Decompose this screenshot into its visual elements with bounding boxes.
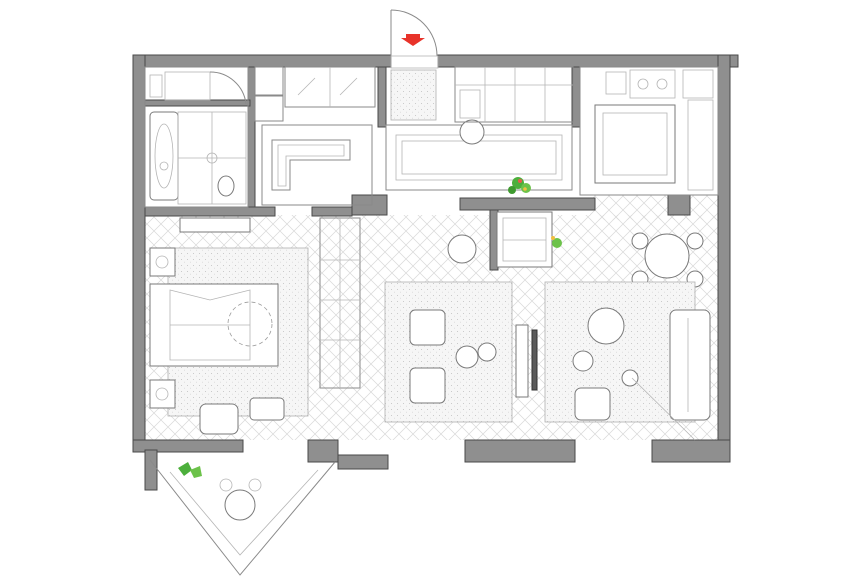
- nightstand-top: [149, 247, 176, 277]
- bedroom: [149, 217, 309, 435]
- utility-closets: [254, 66, 376, 206]
- balcony: [149, 459, 336, 576]
- nightstand-bottom: [149, 379, 176, 409]
- plant-icon: [508, 177, 531, 194]
- plant-icon: [178, 462, 202, 478]
- dining-table: [644, 233, 690, 279]
- sofa: [669, 309, 711, 421]
- wardrobe: [319, 217, 361, 389]
- living-area-left: [384, 281, 538, 423]
- entrance-arrow-icon: [401, 34, 425, 46]
- floor-kitchen: [590, 195, 720, 220]
- entry-hall: [385, 69, 573, 191]
- living-area-right: [544, 281, 711, 441]
- desk: [179, 217, 251, 233]
- kitchen: [579, 66, 719, 196]
- kitchen-cabinets: [454, 66, 574, 123]
- bathtub: [149, 111, 179, 201]
- bathroom: [144, 66, 249, 208]
- media-console: [515, 324, 529, 398]
- entrance[interactable]: [390, 9, 439, 69]
- interior-walls: [144, 66, 691, 271]
- toilet: [217, 175, 235, 197]
